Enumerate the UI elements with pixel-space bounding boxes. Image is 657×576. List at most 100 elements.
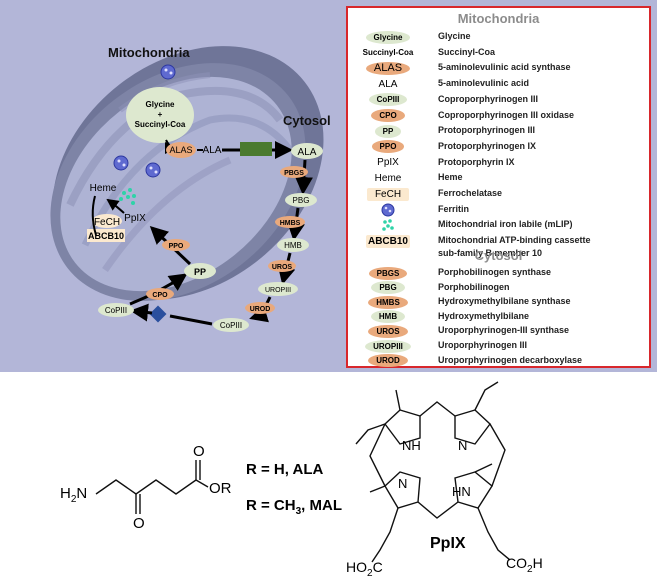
legend-badge: UROD	[354, 354, 422, 368]
legend-label: Protoporphyrin IX	[438, 156, 515, 167]
r-mal-label: R = CH3, MAL	[246, 497, 342, 517]
ferritin-icon	[145, 162, 161, 178]
copiii-cytosol-node	[213, 318, 249, 332]
legend-badge: PPO	[354, 140, 422, 154]
legend-row: Mitochondrial iron labile (mLIP)	[354, 218, 649, 234]
heme-pathway-diagram: Mitochondria Cytosol Glycine + Succinyl-…	[50, 45, 331, 332]
mlip-icon	[382, 219, 394, 232]
legend-cytosol-heading: Cytosol	[474, 248, 523, 263]
ferritin-icon	[113, 155, 129, 171]
legend-label: Coproporphyrinogen III oxidase	[438, 109, 575, 120]
copiii-mito-node	[98, 303, 134, 317]
legend-row: UROD Uroporphyrinogen decarboxylase	[354, 354, 649, 370]
legend-row: HMB Hydroxymethylbilane	[354, 310, 649, 326]
legend-badge: Glycine	[354, 30, 422, 44]
ala-structure	[95, 460, 209, 514]
svg-text:H2N: H2N	[60, 485, 87, 505]
legend-label: Mitochondrial iron labile (mLIP)	[438, 219, 573, 230]
pbgs-node	[280, 166, 308, 178]
legend-row: Heme Heme	[354, 171, 649, 187]
ferritin-icon	[160, 64, 176, 80]
svg-text:UROS: UROS	[272, 264, 293, 271]
legend-label: Uroporphyrinogen-III synthase	[438, 325, 570, 336]
alas-node	[166, 142, 196, 158]
legend-badge: Heme	[354, 171, 422, 185]
legend-row: UROS Uroporphyrinogen-III synthase	[354, 324, 649, 340]
legend-row: Ferritin	[354, 203, 649, 219]
legend-badge: HMB	[354, 310, 422, 324]
ferritin-icon	[381, 203, 395, 217]
nh-top-label: NH	[402, 438, 421, 453]
ppix-node: PpIX	[124, 213, 146, 224]
legend-label: Hydroxymethylbilane	[438, 310, 530, 321]
heme-node: Heme	[90, 183, 117, 194]
legend-badge-text: PBG	[371, 281, 405, 295]
svg-text:+: +	[158, 110, 163, 119]
pathway-panel: Mitochondria Cytosol Glycine + Succinyl-…	[0, 0, 657, 372]
legend-badge-text: UROPIII	[365, 339, 411, 353]
legend-badge: HMBS	[354, 295, 422, 309]
r-ala-label: R = H, ALA	[246, 461, 324, 478]
legend-label: Uroporphyrinogen decarboxylase	[438, 354, 583, 365]
hmbs-node	[275, 216, 305, 228]
legend-badge	[354, 203, 422, 217]
legend-label: Porphobilinogen synthase	[438, 267, 552, 277]
svg-text:FeCH: FeCH	[94, 217, 120, 228]
legend-badge-text: PPO	[371, 140, 405, 154]
svg-text:PBG: PBG	[293, 196, 310, 205]
legend-badge	[354, 218, 422, 232]
legend-badge-text: ABCB10	[365, 234, 410, 248]
glycine-succinyl-node: Glycine + Succinyl-Coa	[126, 87, 194, 143]
svg-text:PPO: PPO	[169, 243, 184, 250]
uros-node	[268, 260, 296, 272]
legend-badge-text: HMBS	[368, 295, 408, 309]
mlip-icon	[119, 188, 136, 205]
legend-label: Porphobilinogen	[438, 281, 510, 292]
legend-badge: CPO	[354, 109, 422, 123]
glycine-label: Glycine	[146, 100, 175, 109]
legend-label: Heme	[438, 172, 463, 183]
legend-label: 5-aminolevulinic acid	[438, 78, 530, 89]
legend-label: Uroporphyrinogen III	[438, 340, 527, 350]
legend-badge-text: CPO	[371, 109, 405, 122]
svg-text:ABCB10: ABCB10	[88, 231, 124, 241]
legend-row: CoPIII Coproporphyrinogen III	[354, 93, 649, 109]
svg-text:HMB: HMB	[284, 241, 302, 250]
n-bottom-label: N	[398, 476, 407, 491]
svg-text:ALAS: ALAS	[169, 145, 192, 155]
legend-row: CPO Coproporphyrinogen III oxidase	[354, 109, 649, 125]
legend-badge: ABCB10	[354, 234, 422, 248]
cytosol-title: Cytosol	[283, 113, 331, 128]
legend-badge-text: PpIX	[377, 157, 399, 169]
mito-title: Mitochondria	[108, 45, 190, 60]
legend-badge-text: ALAS	[365, 61, 411, 75]
legend-badge-text: ALA	[378, 78, 398, 90]
legend-badge: CoPIII	[354, 93, 422, 107]
hn-bottom-label: HN	[452, 484, 471, 499]
svg-text:PBGS: PBGS	[284, 170, 304, 177]
ppo-node	[162, 239, 190, 251]
pbg-node	[285, 193, 317, 207]
succinyl-label: Succinyl-Coa	[135, 120, 186, 129]
ala-cytosol-node	[291, 143, 323, 159]
legend-badge-text: UROS	[368, 324, 408, 338]
legend-label: Hydroxymethylbilane synthase	[438, 296, 571, 307]
ala-transporter	[240, 142, 272, 156]
legend-row: PBG Porphobilinogen	[354, 281, 649, 297]
chemistry-structures: H2N O O OR R = H, ALA R = CH3, MAL NH N …	[60, 381, 543, 576]
legend-label: sub-family B member 10	[438, 248, 543, 259]
cpo-node	[146, 288, 174, 300]
legend-badge-text: PP	[374, 124, 402, 138]
hmb-node	[277, 238, 309, 252]
legend-label: Coproporphyrinogen III	[438, 93, 538, 104]
ala-inner-label: ALA	[203, 145, 222, 156]
fech-node	[92, 214, 122, 228]
copiii-transporter	[149, 305, 167, 323]
